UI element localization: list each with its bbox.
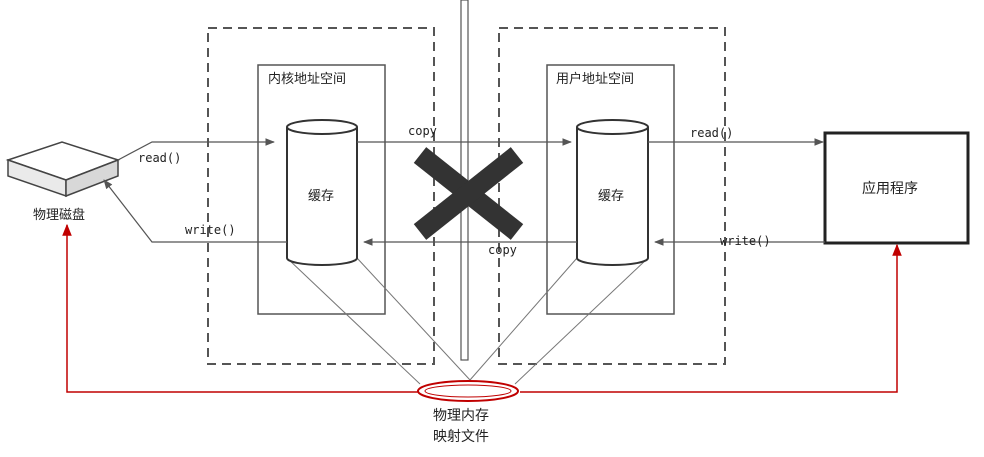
disk-read-label: read()	[138, 151, 181, 165]
mmap-to-app-line	[520, 243, 902, 393]
physical-disk-label: 物理磁盘	[33, 207, 85, 223]
user-region-dashed	[498, 27, 726, 365]
mmap-to-disk-line	[62, 223, 420, 393]
user-space-label: 用户地址空间	[556, 71, 634, 87]
user-cache-label: 缓存	[598, 189, 624, 204]
mmap-label-line2: 映射文件	[433, 429, 489, 445]
app-read-label: read()	[690, 126, 733, 140]
physical-disk-icon	[5, 141, 121, 198]
kernel-cache-cylinder: 缓存	[286, 119, 358, 266]
blocked-cross-icon	[413, 147, 524, 240]
physical-memory-ellipse-inner	[424, 384, 512, 398]
kernel-space-label: 内核地址空间	[268, 71, 346, 87]
disk-write-arrow	[103, 179, 287, 243]
copy-top-label: copy	[408, 124, 437, 138]
copy-bottom-label: copy	[488, 243, 517, 257]
mmap-label-line1: 物理内存	[433, 408, 489, 424]
user-cache-cylinder: 缓存	[576, 119, 649, 266]
kernel-space-box	[257, 64, 386, 315]
application-label: 应用程序	[862, 180, 918, 197]
disk-write-label: write()	[185, 223, 236, 237]
user-space-box	[546, 64, 675, 315]
disk-read-arrow	[117, 138, 275, 161]
kernel-region-dashed	[207, 27, 435, 365]
application-box	[823, 131, 970, 245]
mapping-lines	[286, 257, 649, 385]
app-write-label: write()	[720, 234, 771, 248]
kernel-cache-label: 缓存	[308, 189, 334, 204]
physical-memory-ellipse	[417, 380, 519, 402]
